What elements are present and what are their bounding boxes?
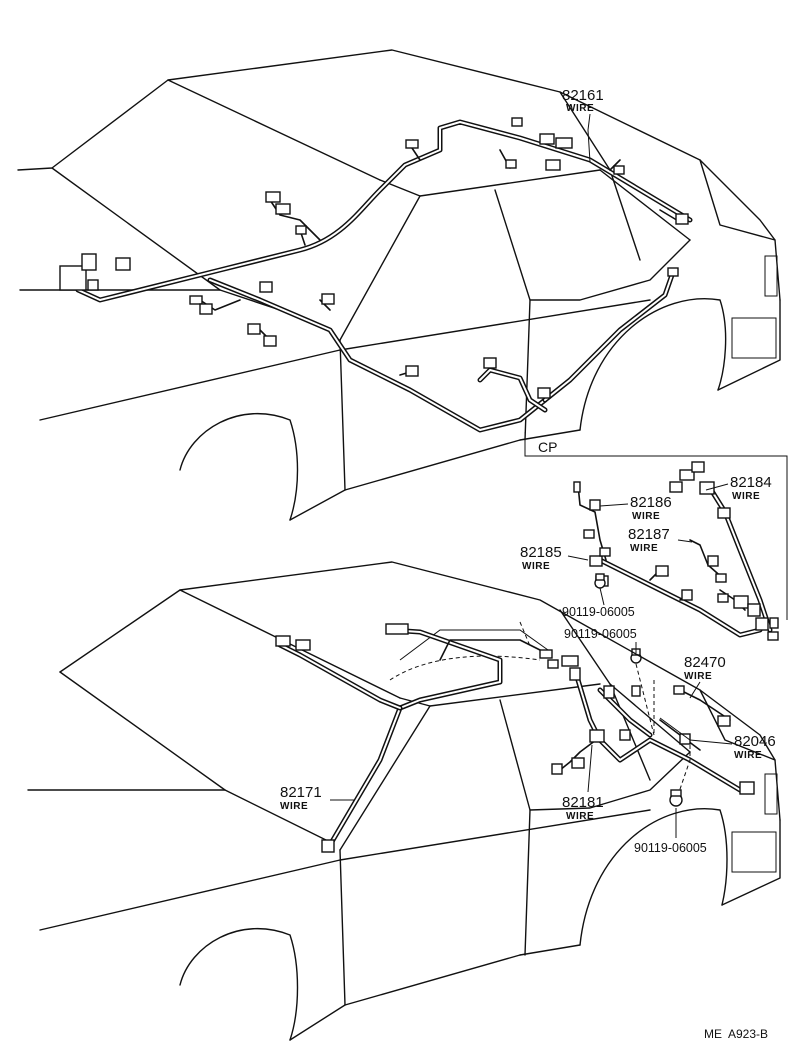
harness-82161 (59, 117, 693, 433)
cp-group-bracket: CP (524, 432, 788, 620)
part-desc-82181: WIRE (566, 811, 594, 822)
bolt-number-3: 90119-06005 (634, 841, 707, 855)
label-82470: 82470 WIRE (684, 654, 726, 699)
bolt-1: 90119-06005 (562, 573, 635, 619)
cp-inset-harness (573, 461, 779, 641)
part-desc-82187: WIRE (630, 543, 658, 554)
label-82187: 82187 WIRE (628, 526, 693, 554)
part-desc-82171: WIRE (280, 801, 308, 812)
part-number-82470: 82470 (684, 654, 726, 671)
label-82185: 82185 WIRE (520, 544, 589, 572)
bolt-3: 90119-06005 (634, 808, 707, 855)
label-82046: 82046 WIRE (659, 717, 776, 761)
part-desc-82470: WIRE (684, 671, 712, 682)
diagram-reference: ME A923-B (704, 1027, 768, 1041)
label-82171: 82171 WIRE (280, 784, 355, 812)
part-number-82186: 82186 (630, 494, 672, 511)
harness-82171 (275, 623, 579, 853)
label-82181: 82181 WIRE (562, 744, 604, 822)
part-desc-82185: WIRE (522, 561, 550, 572)
part-desc-82046: WIRE (734, 750, 762, 761)
part-desc-82184: WIRE (732, 491, 760, 502)
label-82184: 82184 WIRE (705, 474, 772, 502)
group-label-cp: CP (538, 439, 557, 455)
part-desc-82161: WIRE (566, 103, 594, 114)
part-number-82187: 82187 (628, 526, 670, 543)
part-number-82181: 82181 (562, 794, 604, 811)
part-number-82184: 82184 (730, 474, 772, 491)
bolt-number-1: 90119-06005 (562, 605, 635, 619)
part-number-82171: 82171 (280, 784, 322, 801)
part-desc-82186: WIRE (632, 511, 660, 522)
top-car-body (17, 49, 781, 521)
part-number-82161: 82161 (562, 87, 604, 104)
harness-82181-82470-82046 (551, 663, 755, 807)
label-82186: 82186 WIRE (599, 494, 672, 522)
bottom-car-body (27, 561, 781, 1041)
label-82161: 82161 WIRE (562, 87, 604, 163)
part-number-82185: 82185 (520, 544, 562, 561)
part-number-82046: 82046 (734, 733, 776, 750)
